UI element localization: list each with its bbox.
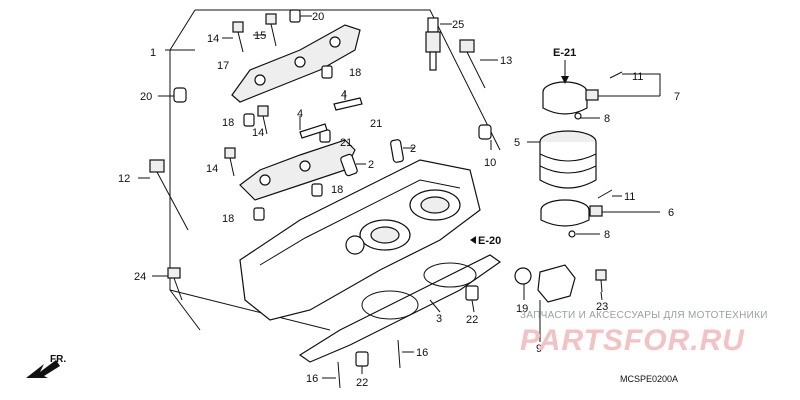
small-bolts — [224, 13, 277, 177]
label-5: 5 — [514, 137, 520, 149]
label-21a: 21 — [370, 118, 382, 130]
front-marker-label: FR. — [50, 354, 66, 365]
insulator-and-bands — [539, 71, 623, 238]
label-25: 25 — [452, 19, 464, 31]
leader-lines — [138, 15, 661, 379]
ref-e21: E-21 — [553, 47, 576, 59]
label-3: 3 — [436, 313, 442, 325]
assembly-bracket-lines — [165, 9, 501, 331]
label-13: 13 — [500, 55, 512, 67]
stud-bolts — [337, 339, 401, 389]
label-17: 17 — [217, 60, 229, 72]
label-20b: 20 — [140, 91, 152, 103]
diagram-code: MCSPE0200A — [620, 374, 678, 384]
watermark: ЗАПЧАСТИ И АКСЕССУАРЫ ДЛЯ МОТОТЕХНИКИ PA… — [520, 310, 768, 357]
label-7: 7 — [674, 91, 680, 103]
head-gasket — [298, 254, 502, 363]
dowel-pins — [173, 9, 492, 367]
label-18b: 18 — [222, 117, 234, 129]
label-10: 10 — [484, 157, 496, 169]
upper-camshaft-holder — [231, 24, 361, 103]
sensor-assembly — [514, 264, 607, 303]
reference-markers: E-21 E-20 — [470, 47, 576, 247]
label-8b: 8 — [604, 229, 610, 241]
ref-e20: E-20 — [478, 235, 501, 247]
spark-plug — [425, 17, 441, 71]
label-12: 12 — [118, 173, 130, 185]
label-24: 24 — [134, 271, 146, 283]
front-arrow-icon — [26, 360, 60, 378]
small-gaskets — [299, 97, 363, 139]
label-9: 9 — [536, 343, 542, 355]
lower-camshaft-holder — [239, 139, 356, 201]
label-11b: 11 — [624, 191, 635, 203]
label-1: 1 — [150, 47, 156, 59]
label-16a: 16 — [416, 347, 428, 359]
label-6: 6 — [668, 207, 674, 219]
part-number-labels: 1 14 15 20 25 13 17 18 20 4 18 21 14 4 2… — [118, 11, 680, 389]
label-2a: 2 — [410, 143, 416, 155]
cylinder-head — [239, 159, 481, 321]
label-14a: 14 — [207, 33, 219, 45]
label-11a: 11 — [632, 71, 643, 83]
watermark-brand: PARTSFOR.RU — [520, 324, 745, 357]
label-23: 23 — [596, 301, 608, 313]
label-16b: 16 — [306, 373, 318, 385]
label-18c: 18 — [331, 184, 343, 196]
label-4a: 4 — [341, 89, 347, 101]
label-2b: 2 — [368, 159, 374, 171]
label-18d: 18 — [222, 213, 234, 225]
label-22a: 22 — [466, 314, 478, 326]
label-21b: 21 — [340, 137, 352, 149]
label-14b: 14 — [252, 127, 264, 139]
label-14c: 14 — [206, 163, 218, 175]
oil-pipes — [340, 139, 404, 177]
watermark-tagline: ЗАПЧАСТИ И АКСЕССУАРЫ ДЛЯ МОТОТЕХНИКИ — [520, 310, 768, 321]
label-20a: 20 — [312, 11, 324, 23]
flange-bolt-13 — [459, 39, 486, 89]
label-22b: 22 — [356, 377, 368, 389]
label-18a: 18 — [349, 67, 361, 79]
flange-bolt-12 — [149, 159, 189, 231]
label-8a: 8 — [604, 113, 610, 125]
flange-bolt-24 — [167, 267, 183, 301]
label-15: 15 — [254, 30, 266, 42]
front-direction-marker: FR. — [26, 354, 66, 378]
label-19: 19 — [516, 303, 528, 315]
label-4b: 4 — [297, 108, 303, 120]
